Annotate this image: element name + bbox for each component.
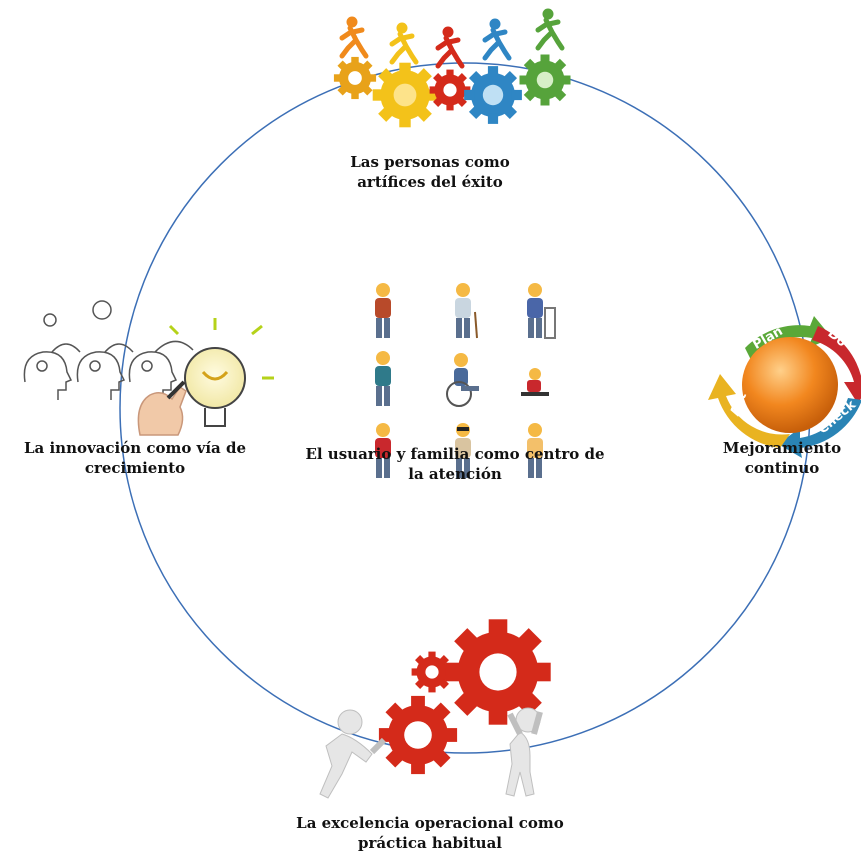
node-people-label: Las personas como artífices del éxito — [350, 153, 510, 191]
pdca-cycle-illustration: Plan Do Check Act — [708, 316, 861, 458]
innovation-illustration — [23, 300, 274, 427]
node-improvement-label: Mejoramiento continuo — [722, 439, 842, 477]
excellence-gears-illustration — [319, 619, 551, 799]
users-grid-illustration — [375, 283, 556, 478]
hand-icon — [137, 380, 187, 436]
node-innovation-label: La innovación como vía de crecimiento — [23, 439, 247, 477]
people-gears-illustration — [333, 9, 571, 128]
node-user-label: El usuario y familia como centro de la a… — [305, 445, 605, 483]
node-excellence-label: La excelencia operacional como práctica … — [296, 814, 564, 852]
